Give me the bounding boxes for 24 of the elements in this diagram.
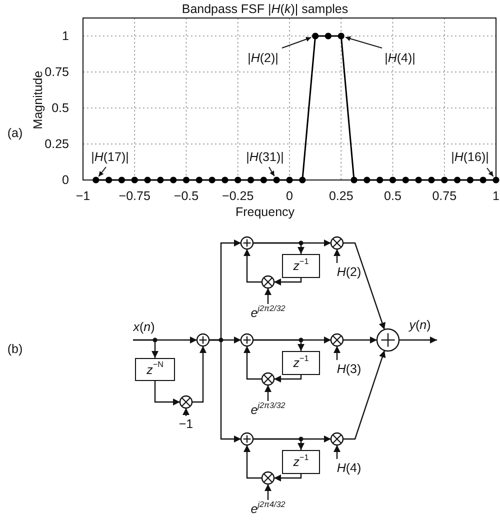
tick-label: −0.75 [118,190,150,202]
tick-label: −0.25 [222,190,254,202]
tick-label: 1 [492,190,500,202]
label-text: (b) [7,342,23,356]
tick-label: 0.75 [44,66,69,78]
annotation-label: |H(16)| [451,150,489,164]
tick-label: 0.25 [328,190,354,202]
tick-label: 0 [286,190,293,202]
tick-label: −0.5 [174,190,199,202]
annotation-label: |H(31)| [246,150,284,164]
tick-label: 0.75 [432,190,457,202]
tick-label: −1 [76,190,90,202]
tick-label: 1 [62,30,69,42]
tick-label: 0.25 [44,138,69,150]
axis-label: Magnitude [32,70,44,130]
annotation-label: |H(4)| [384,52,416,64]
axis-label: Frequency [235,206,295,218]
chart-title: Bandpass FSF |H(k)| samples [182,2,348,16]
tick-label: 0.5 [52,102,69,114]
label-text: (a) [7,126,23,140]
annotation-label: |H(2)| [248,52,278,64]
tick-label: 0 [62,174,69,186]
tick-label: 0.5 [384,190,402,202]
annotation-label: |H(17)| [91,150,129,164]
